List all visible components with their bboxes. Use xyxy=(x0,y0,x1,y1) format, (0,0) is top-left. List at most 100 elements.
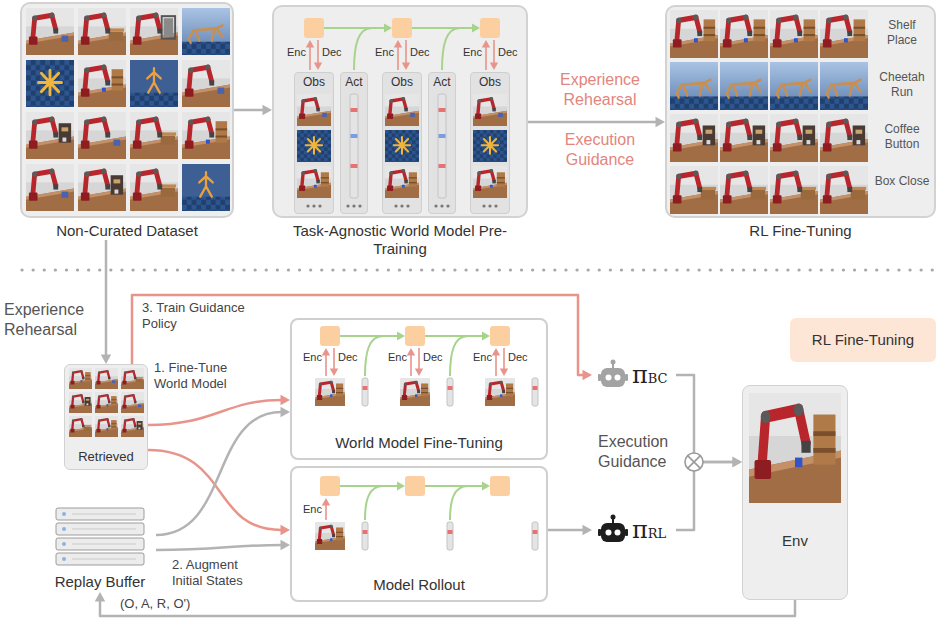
action-column: Act xyxy=(340,72,368,214)
buffer-slot xyxy=(56,508,144,520)
thumbnail-image xyxy=(297,94,331,126)
thumbnail xyxy=(720,166,768,214)
arrow-line xyxy=(317,40,319,63)
robot-head xyxy=(601,368,625,387)
thumbnail-image xyxy=(95,392,118,413)
thumbnail xyxy=(720,10,768,58)
latent-state xyxy=(320,476,340,496)
thumbnail-image xyxy=(26,60,74,107)
action-bar xyxy=(362,522,368,550)
robot-ear xyxy=(625,529,628,536)
arrow-head xyxy=(490,62,498,70)
connector xyxy=(156,407,290,535)
thumbnail-image xyxy=(385,94,419,126)
combine-symbol-cross xyxy=(688,456,701,469)
thumbnail-image xyxy=(130,60,178,107)
label-text: Dec xyxy=(423,351,450,365)
label-slot: 2. Augment Initial States xyxy=(170,557,262,590)
model-rollout-panel: Model Rollout xyxy=(290,466,548,602)
label-slot: (O, A, R, O') xyxy=(118,594,210,612)
box-illustration xyxy=(470,72,510,214)
connector xyxy=(148,395,290,425)
box-illustration xyxy=(382,72,422,214)
thumbnail-image xyxy=(95,416,118,437)
connector-line xyxy=(148,400,282,425)
thumbnail-image xyxy=(400,378,430,406)
node-text: Task-Agnostic World Model Pre-Training xyxy=(272,222,528,258)
label-slot: Enc xyxy=(279,46,306,60)
buffer-light xyxy=(62,542,66,546)
thumbnail xyxy=(770,114,818,162)
node-text: Env xyxy=(742,532,848,550)
node-text: Obs xyxy=(294,75,334,89)
node-text: RL Fine-Tuning xyxy=(812,331,914,349)
illustration-group xyxy=(304,18,500,70)
box-illustration xyxy=(340,72,368,214)
connector-line xyxy=(234,109,264,112)
thumbnail-image xyxy=(820,62,868,110)
buffer-slot xyxy=(56,523,144,535)
thumbnail-image xyxy=(121,368,144,389)
thumbnail-image xyxy=(297,166,331,198)
thumbnail-image xyxy=(473,94,507,126)
buffer-light xyxy=(62,557,66,561)
arrow-head xyxy=(733,457,743,467)
action-bar xyxy=(532,378,538,406)
combine-symbol xyxy=(685,453,703,471)
connector-line xyxy=(100,600,795,616)
edge-label: 2. Augment Initial States xyxy=(170,557,262,590)
thumbnail-image xyxy=(770,10,818,58)
robot-ear xyxy=(598,529,601,536)
thumbnail xyxy=(297,94,331,126)
illustration-group xyxy=(26,8,230,211)
node-text: Non-Curated Dataset xyxy=(20,222,234,240)
thumbnail-image xyxy=(385,130,419,162)
thumbnail-image xyxy=(720,10,768,58)
node-text: Retrieved xyxy=(64,449,148,465)
arrow-line xyxy=(410,355,412,376)
latent-state xyxy=(392,18,412,38)
arrow-head xyxy=(492,348,500,356)
illustration-group xyxy=(434,94,449,208)
latent-state xyxy=(490,476,510,496)
thumbnail xyxy=(770,62,818,110)
arrow-head xyxy=(263,105,273,115)
thumbnail-image xyxy=(182,60,230,107)
box-illustration xyxy=(742,385,848,600)
connector xyxy=(234,105,272,115)
thumbnail-image xyxy=(69,392,92,413)
thumbnail-image xyxy=(130,164,178,211)
thumbnail xyxy=(95,392,118,413)
ellipsis-dot xyxy=(312,204,315,207)
connector xyxy=(148,450,290,535)
label-slot: Enc xyxy=(465,351,492,365)
thumbnail xyxy=(121,392,144,413)
label-text: Dec xyxy=(410,46,437,60)
label-text: Enc xyxy=(465,351,492,365)
label-text: Enc xyxy=(380,351,407,365)
thumbnail-image xyxy=(121,416,144,437)
latent-state xyxy=(405,326,425,346)
thumbnail-image xyxy=(720,114,768,162)
arrow-head xyxy=(583,525,593,535)
thumbnail-image xyxy=(670,62,718,110)
arrow-head xyxy=(415,368,423,376)
node-text: RL Fine-Tuning xyxy=(665,222,936,240)
node-text: Obs xyxy=(382,75,422,89)
thumbnail-image xyxy=(69,368,92,389)
thumbnail xyxy=(297,130,331,162)
label-text: Enc xyxy=(455,46,482,60)
thumbnail-image xyxy=(820,166,868,214)
thumbnail xyxy=(78,164,126,211)
arrow-line xyxy=(397,47,399,70)
latent-state xyxy=(490,326,510,346)
arrow-head xyxy=(281,407,291,417)
thumbnail xyxy=(182,112,230,159)
buffer-line xyxy=(72,559,136,560)
environment-box: Env xyxy=(742,385,848,600)
robot-eye xyxy=(606,375,612,381)
arrow-head xyxy=(656,117,666,127)
ellipsis-dot xyxy=(494,204,497,207)
ellipsis-dot xyxy=(318,204,321,207)
label-text: Coffee Button xyxy=(872,122,932,152)
